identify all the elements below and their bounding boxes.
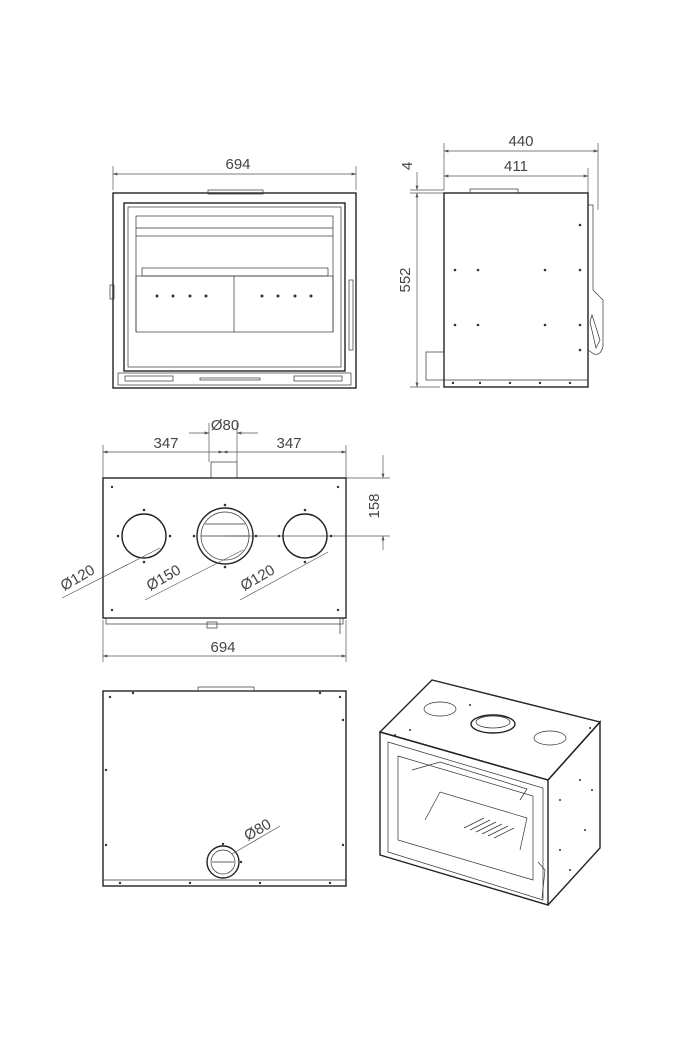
side-body-outline [443,192,589,388]
front-view: 694 [109,156,357,389]
top-depth-offset-label: 158 [366,493,383,518]
air-holes-left [155,294,208,298]
back-body-outline [102,690,347,887]
top-width-label: 694 [210,639,235,656]
iso-top-face [378,679,602,781]
back-flue-collar [197,686,255,692]
iso-glass [397,755,534,881]
iso-hole-center [470,714,516,734]
hole-right [277,508,333,564]
top-flue-collar [207,189,264,195]
front-width-label: 694 [225,156,250,173]
back-inlet-diameter-label: Ø80 [241,816,274,845]
top-right-offset-label: 347 [276,435,301,452]
top-left-offset-label: 347 [153,435,178,452]
top-front-lip [105,617,344,625]
top-body-outline [102,477,347,619]
side-depth-total-label: 440 [508,133,533,150]
iso-firebox-floor [424,791,528,851]
iso-hole-left [423,701,457,717]
side-flue-collar [469,188,519,194]
back-view: Ø80 [102,686,347,887]
top-flue-label: Ø80 [211,417,239,434]
firebox-back-wall [135,275,334,333]
front-body-outline [112,192,357,389]
side-view: 440 411 4 552 [397,133,604,388]
top-view: Ø80 347 347 158 [58,417,390,662]
isometric-view [378,679,602,906]
iso-hole-right [533,730,567,746]
hole-left [116,508,172,564]
side-door-profile [587,204,604,355]
iso-baffle [411,761,528,801]
right-hole-diameter-label: Ø120 [238,562,278,595]
bottom-vent-slots [124,375,343,382]
side-handle [589,313,601,350]
side-top-offset-label: 4 [399,162,416,170]
air-holes-right [260,294,313,298]
back-inlet [206,842,243,879]
side-height-label: 552 [397,267,414,292]
iso-grate-slots [463,817,515,839]
iso-handle [537,861,546,899]
ash-lip [117,372,352,386]
side-air-inlet [425,351,445,381]
side-fixing-holes [451,223,582,385]
iso-door-frame [387,741,544,901]
baffle-plate [135,215,334,237]
glass-outline [127,206,342,368]
iso-side-face [547,720,601,906]
hole-center [192,503,258,569]
firebox-back-ledge [141,267,329,277]
top-fixing-holes [110,485,340,612]
center-hole-diameter-label: Ø150 [144,562,184,595]
iso-fixing-holes [394,704,593,871]
left-hinge [109,284,115,300]
back-fixing-holes [104,691,345,885]
door-handle [348,279,354,351]
top-flue-stub [210,461,238,479]
door-frame [123,202,346,372]
side-depth-body-label: 411 [504,158,528,175]
